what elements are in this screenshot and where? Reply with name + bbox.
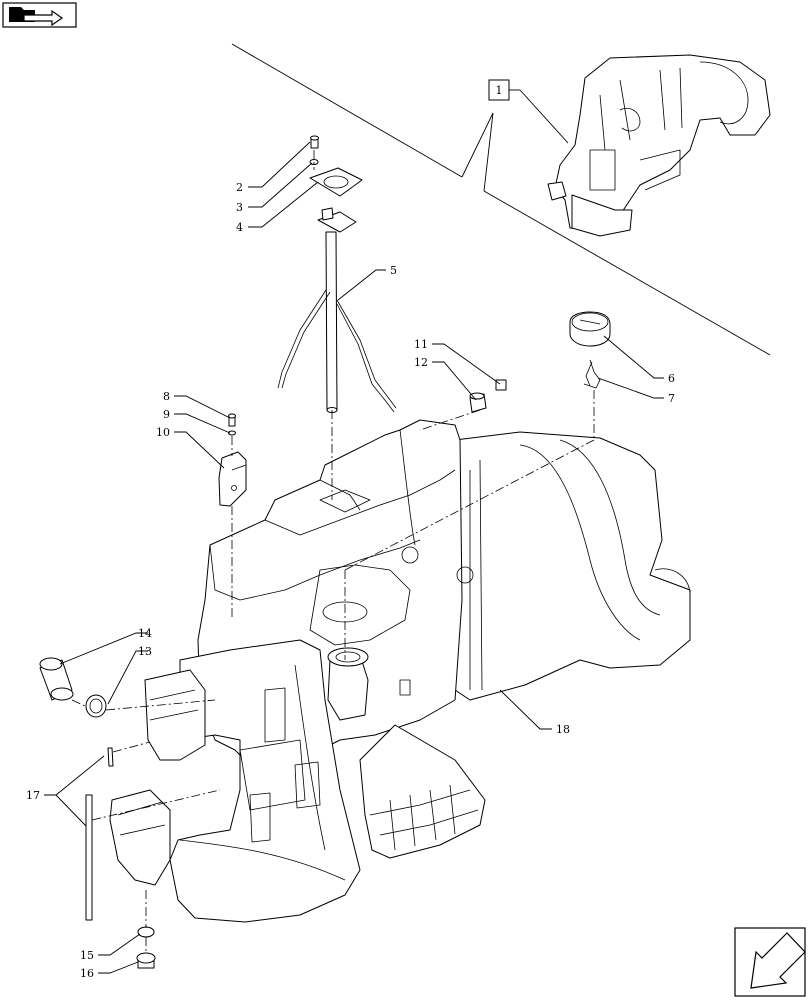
callout-9: 9: [163, 408, 170, 421]
inset-tractor-thumbnail: [547, 54, 771, 237]
callout-11: 11: [414, 338, 428, 351]
callout-7: 7: [668, 392, 675, 405]
callout-8: 8: [163, 390, 170, 403]
inset-ref-label: 1: [496, 84, 503, 97]
fuel-tank: [109, 419, 691, 923]
part-9-washer: [228, 430, 236, 436]
callout-2: 2: [236, 181, 243, 194]
callout-13: 13: [138, 645, 152, 658]
part-4-gasket: [309, 167, 363, 197]
part-11-fitting: [495, 379, 507, 391]
part-8-bolt: [228, 413, 236, 427]
part-6-fuel-cap: [569, 311, 611, 347]
part-13-clamp: [85, 694, 107, 718]
part-17-rods: [85, 747, 114, 921]
part-5-fuel-level-sender: [277, 207, 397, 413]
callout-14: 14: [138, 627, 152, 640]
callout-6: 6: [668, 372, 675, 385]
manual-book-icon[interactable]: [2, 2, 77, 28]
part-7-tether-strap: [583, 359, 601, 389]
callout-16: 16: [80, 967, 94, 980]
part-15-o-ring: [137, 926, 155, 938]
part-14-filter: [39, 657, 74, 701]
callout-10: 10: [156, 426, 170, 439]
callout-18: 18: [556, 723, 570, 736]
leader-lines: [44, 141, 664, 974]
callout-3: 3: [236, 201, 243, 214]
callout-15: 15: [80, 949, 94, 962]
assembly-centerlines: [71, 150, 595, 954]
inset-divider: [231, 43, 771, 356]
next-page-arrow-icon[interactable]: [734, 927, 806, 997]
part-16-drain-plug: [136, 952, 156, 969]
part-10-bracket: [218, 451, 247, 507]
inset-ref-box: 1: [488, 79, 569, 144]
callout-17: 17: [26, 789, 40, 802]
callout-4: 4: [236, 221, 243, 234]
callout-labels: 2 3 4 5 6 7 8 9 10 11 12 13 14 15 16 17 …: [26, 181, 675, 980]
callout-5: 5: [390, 264, 397, 277]
callout-12: 12: [414, 356, 428, 369]
part-2-screw: [310, 135, 319, 149]
